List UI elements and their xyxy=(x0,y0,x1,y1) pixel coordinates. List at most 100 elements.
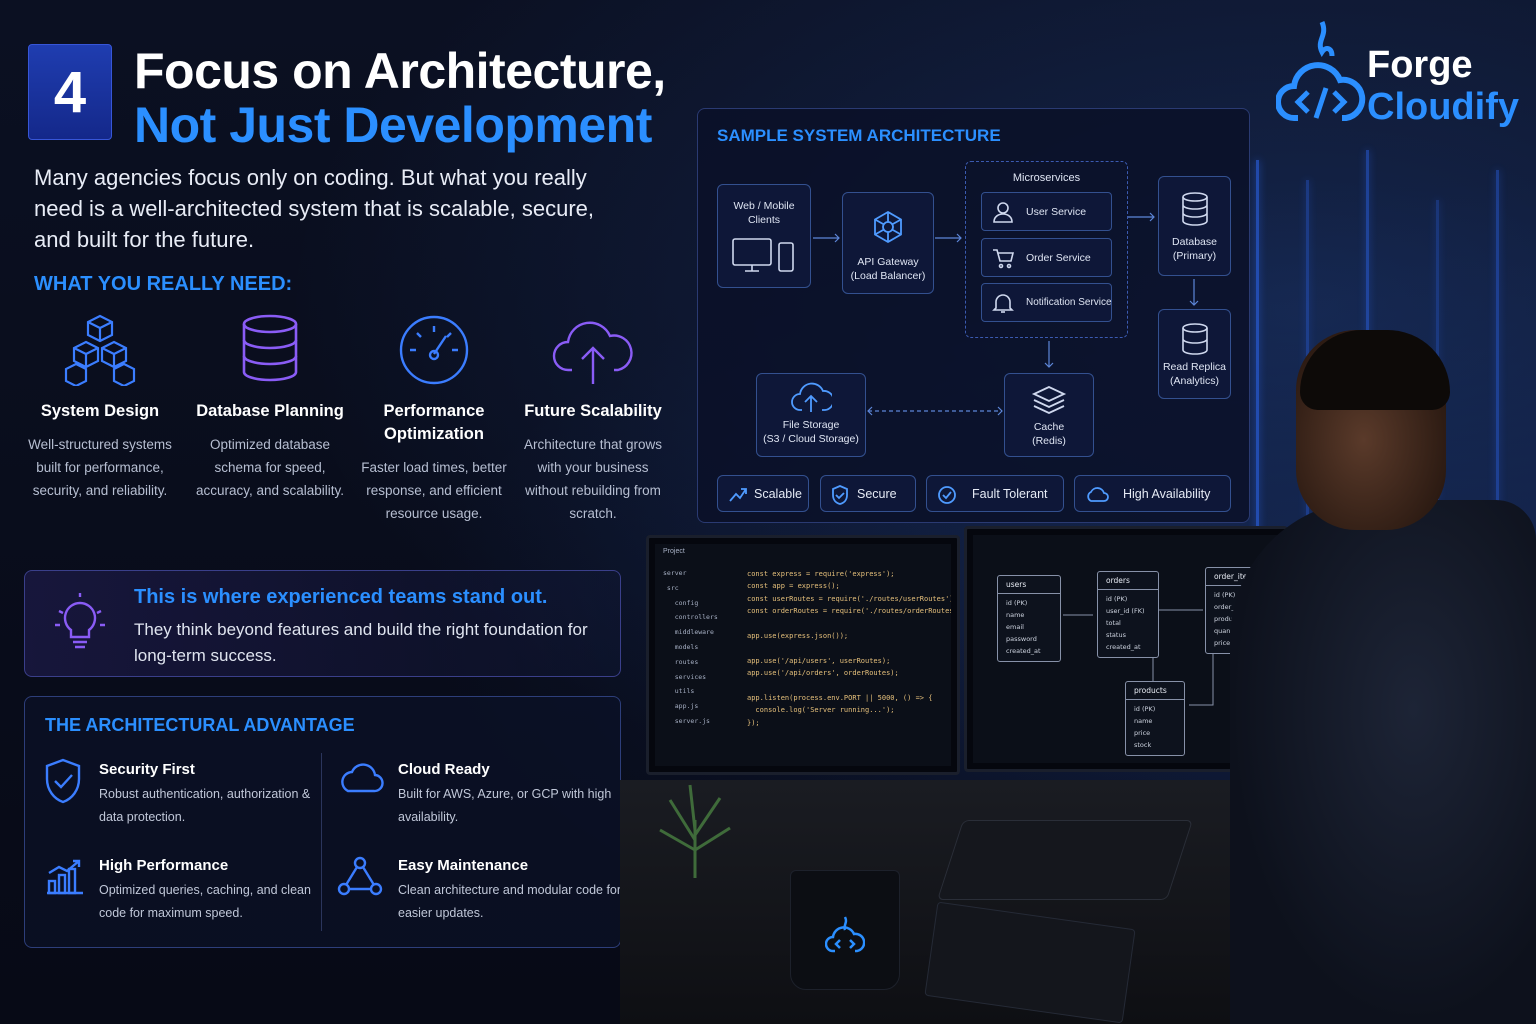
node-read-replica: Read Replica (Analytics) xyxy=(1158,309,1231,399)
table-name: products xyxy=(1126,682,1184,700)
plant xyxy=(659,784,731,878)
microservices-label: Microservices xyxy=(1012,172,1081,184)
advantage-desc: Robust authentication, authorization & d… xyxy=(99,787,311,824)
speedometer-icon xyxy=(399,315,469,385)
table-field: name xyxy=(1006,611,1025,619)
tree-item: src xyxy=(666,583,679,592)
code-line: const app = express(); xyxy=(747,582,840,591)
tree-item: middleware xyxy=(674,628,714,637)
advantage-title: Easy Maintenance xyxy=(398,857,529,874)
code-editor-screen: Project server src config controllers mi… xyxy=(655,544,951,766)
node-label: (Primary) xyxy=(1172,250,1217,262)
table-field: status xyxy=(1106,631,1126,639)
pill-high-availability: High Availability xyxy=(1074,475,1231,512)
schema-connectors xyxy=(1063,609,1214,706)
table-field: name xyxy=(1134,717,1153,725)
node-label: File Storage xyxy=(782,419,840,431)
table-name: orders xyxy=(1098,572,1158,590)
table-field: password xyxy=(1006,635,1037,643)
callout-box: This is where experienced teams stand ou… xyxy=(24,570,621,677)
pill-label: Fault Tolerant xyxy=(972,487,1048,501)
advantage-box: THE ARCHITECTURAL ADVANTAGE Security Fir… xyxy=(24,696,621,948)
code-line: app.use(express.json()); xyxy=(747,632,849,641)
advantage-heading: THE ARCHITECTURAL ADVANTAGE xyxy=(45,715,355,735)
tree-item: models xyxy=(674,642,699,651)
pill-label: Secure xyxy=(857,487,897,501)
callout-desc: They think beyond features and build the… xyxy=(134,620,588,665)
page-title-line1: Focus on Architecture, xyxy=(134,43,666,99)
feature-system-design: System Design Well-structured systems bu… xyxy=(25,312,175,502)
service-label: Order Service xyxy=(1026,252,1091,264)
feature-desc: Well-structured systems built for perfor… xyxy=(28,437,172,498)
trend-up-icon xyxy=(729,488,747,502)
tree-item: services xyxy=(674,672,707,681)
pill-fault-tolerant: Fault Tolerant xyxy=(926,475,1064,512)
bell-icon xyxy=(992,294,1014,313)
service-label: Notification Service xyxy=(1026,297,1112,308)
gateway-icon xyxy=(874,210,902,244)
feature-title: Database Planning xyxy=(196,402,344,420)
node-api-gateway: API Gateway (Load Balancer) xyxy=(842,192,934,294)
tree-item: utils xyxy=(674,687,695,696)
pill-secure: Secure xyxy=(820,475,916,512)
table-field: created_at xyxy=(1106,643,1141,651)
page-title-line2: Not Just Development xyxy=(134,97,652,153)
node-label: (Load Balancer) xyxy=(850,270,926,282)
logo-icon xyxy=(825,916,865,953)
table-field: user_id (FK) xyxy=(1106,607,1145,615)
table-field: quantity xyxy=(1214,627,1242,635)
feature-title: Future Scalability xyxy=(524,402,662,420)
feature-title: System Design xyxy=(40,402,160,420)
table-field: stock xyxy=(1134,741,1152,749)
person-hair xyxy=(1300,330,1450,410)
advantage-desc: Clean architecture and modular code for … xyxy=(398,883,622,920)
step-number-badge: 4 xyxy=(28,44,112,140)
microservices-group: Microservices User Service Order Service… xyxy=(965,161,1128,338)
cloud-upload-icon xyxy=(552,321,633,384)
bar-chart-icon xyxy=(47,859,83,895)
table-field: created_at xyxy=(1006,647,1041,655)
node-file-storage: File Storage (S3 / Cloud Storage) xyxy=(756,373,866,457)
code-line: console.log('Server running...'); xyxy=(747,706,895,715)
code-block: const express = require('express'); cons… xyxy=(747,568,951,729)
node-label: (Redis) xyxy=(1032,435,1066,447)
code-line: const userRoutes = require('./routes/use… xyxy=(747,594,951,603)
architecture-heading: SAMPLE SYSTEM ARCHITECTURE xyxy=(717,126,1001,145)
tree-item: routes xyxy=(674,657,699,666)
cloud-icon xyxy=(341,763,384,793)
devices-icon xyxy=(732,238,794,272)
advantage-title: Cloud Ready xyxy=(398,761,490,778)
cloud-upload-icon xyxy=(791,382,835,412)
architecture-connectors xyxy=(813,212,1199,416)
node-web-mobile-clients: Web / Mobile Clients xyxy=(717,184,811,288)
table-field: price xyxy=(1134,729,1151,737)
advantage-desc: Optimized queries, caching, and clean co… xyxy=(99,883,311,920)
table-field: id (PK) xyxy=(1134,705,1156,713)
advantage-desc: Built for AWS, Azure, or GCP with high a… xyxy=(398,787,612,824)
feature-desc: Faster load times, better response, and … xyxy=(361,460,507,521)
monitor-code-editor: Project server src config controllers mi… xyxy=(646,535,960,775)
pill-label: High Availability xyxy=(1123,487,1211,501)
callout-title: This is where experienced teams stand ou… xyxy=(134,586,548,608)
database-icon xyxy=(1181,323,1208,355)
forgecloudify-logo-icon xyxy=(1276,21,1366,121)
table-field: total xyxy=(1106,619,1121,627)
code-line: app.listen(process.env.PORT || 5000, () … xyxy=(747,694,933,703)
feature-performance-optimization: Performance Optimization Faster load tim… xyxy=(359,312,509,525)
keyboard xyxy=(937,820,1193,900)
cloud-icon xyxy=(1087,487,1109,502)
table-field: id (PK) xyxy=(1106,595,1128,603)
advantage-easy-maintenance: Easy Maintenance Clean architecture and … xyxy=(398,857,628,925)
node-label: Database xyxy=(1172,236,1217,248)
code-line: const express = require('express'); xyxy=(747,570,895,578)
person xyxy=(1230,500,1536,1024)
node-label: (S3 / Cloud Storage) xyxy=(763,433,859,445)
node-label: (Analytics) xyxy=(1169,375,1219,387)
service-label: User Service xyxy=(1026,206,1087,218)
node-database-primary: Database (Primary) xyxy=(1158,176,1231,276)
database-icon xyxy=(242,314,298,382)
feature-desc: Optimized database schema for speed, acc… xyxy=(195,437,345,498)
feature-future-scalability: Future Scalability Architecture that gro… xyxy=(518,312,668,525)
schema-table-products: products id (PK) name price stock xyxy=(1125,681,1185,756)
node-cache: Cache (Redis) xyxy=(1004,373,1094,457)
